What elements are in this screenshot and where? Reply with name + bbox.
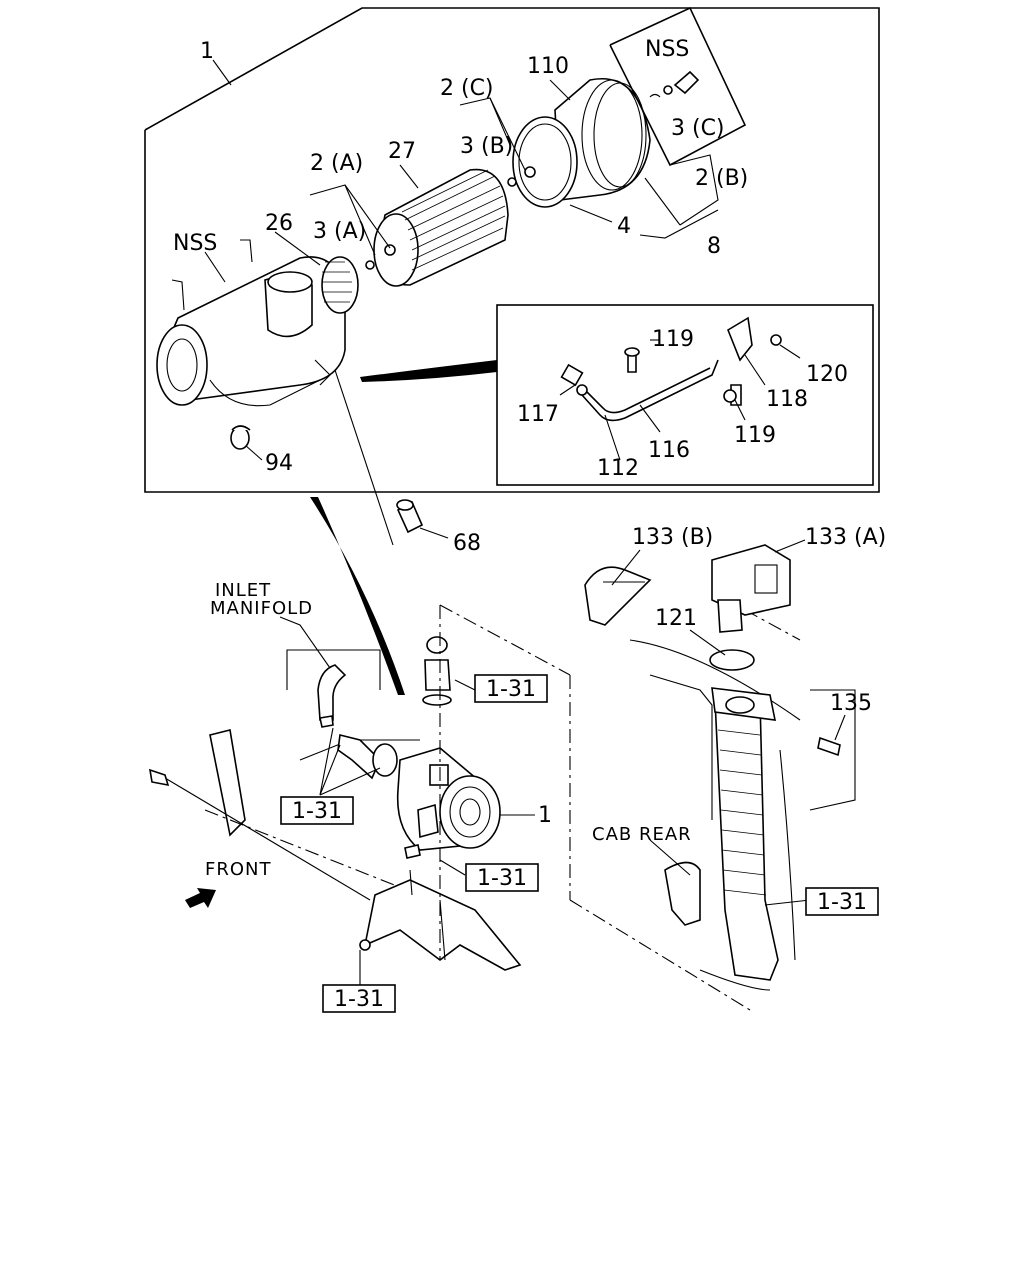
label-front: FRONT xyxy=(205,859,272,880)
snorkel-assembly xyxy=(569,539,856,1011)
label-112: 112 xyxy=(597,456,639,481)
label-68: 68 xyxy=(453,531,481,556)
label-2a: 2 (A) xyxy=(310,151,363,176)
ref-label: 1-31 xyxy=(334,987,384,1012)
label-135: 135 xyxy=(830,691,872,716)
air-cleaner-housing xyxy=(156,239,346,407)
label-inlet: INLET xyxy=(215,580,271,601)
label-4: 4 xyxy=(617,214,631,239)
ref-label: 1-31 xyxy=(292,799,342,824)
nss-wing-nut xyxy=(609,6,747,167)
filter-element-27 xyxy=(373,168,509,287)
label-8: 8 xyxy=(707,234,721,259)
label-133a: 133 (A) xyxy=(805,525,886,550)
label-119-bottom: 119 xyxy=(734,423,776,448)
washer-3b xyxy=(507,177,517,187)
installation-view xyxy=(148,604,571,985)
part-labels: 1 NSS 110 2 (C) 3 (C) 3 (B) 27 2 (A) 2 (… xyxy=(173,37,886,880)
ref-label: 1-31 xyxy=(477,866,527,891)
label-2b: 2 (B) xyxy=(695,166,748,191)
label-121: 121 xyxy=(655,606,697,631)
label-nss-top: NSS xyxy=(645,37,689,62)
front-arrow-icon xyxy=(185,888,216,908)
label-118: 118 xyxy=(766,387,808,412)
indicator-68 xyxy=(396,499,424,534)
label-110: 110 xyxy=(527,54,569,79)
exploded-view-frame xyxy=(144,7,880,493)
callout-swoosh-lower xyxy=(310,497,405,695)
ref-box-3[interactable]: 1-31 xyxy=(465,863,539,892)
label-1-main: 1 xyxy=(538,803,552,828)
label-3b: 3 (B) xyxy=(460,134,513,159)
callout-swoosh-inset xyxy=(360,360,497,382)
inset-pipe-assembly xyxy=(559,316,801,461)
label-27: 27 xyxy=(388,139,416,164)
ref-label: 1-31 xyxy=(486,677,536,702)
label-26: 26 xyxy=(265,211,293,236)
washer-3a xyxy=(365,260,375,270)
label-2c: 2 (C) xyxy=(440,76,494,101)
label-3c: 3 (C) xyxy=(671,116,725,141)
ref-box-1[interactable]: 1-31 xyxy=(474,674,548,703)
leader-lines-upper xyxy=(204,79,719,546)
label-1: 1 xyxy=(200,39,214,64)
label-116: 116 xyxy=(648,438,690,463)
label-94: 94 xyxy=(265,451,293,476)
ref-box-4[interactable]: 1-31 xyxy=(805,887,879,916)
label-120: 120 xyxy=(806,362,848,387)
ref-label: 1-31 xyxy=(817,890,867,915)
label-3a: 3 (A) xyxy=(313,219,366,244)
label-117: 117 xyxy=(517,402,559,427)
ref-box-2[interactable]: 1-31 xyxy=(280,796,354,825)
label-nss-left: NSS xyxy=(173,231,217,256)
label-133b: 133 (B) xyxy=(632,525,713,550)
end-cover-110 xyxy=(512,78,651,208)
dust-cap-94 xyxy=(230,425,251,450)
label-119-top: 119 xyxy=(652,327,694,352)
label-manifold: MANIFOLD xyxy=(210,598,313,619)
ref-box-5[interactable]: 1-31 xyxy=(322,984,396,1013)
inner-element-26 xyxy=(321,256,359,314)
label-cab-rear: CAB REAR xyxy=(592,824,692,845)
